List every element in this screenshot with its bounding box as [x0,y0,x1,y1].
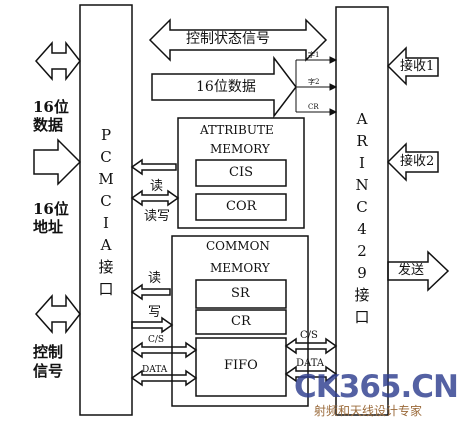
common-memory-title-line1: COMMON [206,239,270,253]
data-label-line2: 数据 [33,116,64,134]
fifo-cs-left-arrow [130,341,198,359]
attr-readwrite-label: 读写 [144,209,171,224]
vertical-char: C [356,198,368,216]
attribute-memory-box [177,117,305,229]
data-io-arrow [34,40,81,82]
common-write-arrow [131,316,174,334]
vertical-char: A [100,236,112,254]
address-label-line1: 16位 [33,200,69,218]
rx2-label: 接收2 [400,154,435,169]
common-read-label: 读 [148,271,162,286]
cs-left-label: C/S [148,335,165,345]
vertical-char: I [103,214,109,232]
sr-label: SR [231,286,250,301]
common-write-label: 写 [148,305,162,320]
address-label-line2: 地址 [33,218,64,236]
vertical-char: 接 [98,258,114,276]
rx1-arrow [386,46,439,86]
z1-label: 字1 [308,51,320,59]
vertical-char: C [100,192,112,210]
pcmcia-block [79,4,133,416]
vertical-char: R [356,132,368,150]
cs-right-label: C/S [300,330,318,341]
fifo-cs-right-arrow [284,337,338,355]
vertical-char: C [100,148,112,166]
sr-box [195,279,287,309]
z1-arrowhead [329,56,338,64]
data-label-line1: 16位 [33,98,69,116]
watermark-subtitle: 射频和天线设计专家 [314,404,423,418]
arinc-block [335,6,389,416]
vertical-char: I [359,154,365,172]
vertical-char: 接 [354,286,370,304]
attribute-memory-title-line2: MEMORY [210,142,270,156]
vertical-char: 4 [357,220,367,238]
data-bus-arrow [151,55,297,119]
control-status-bus-arrow [148,18,328,62]
vertical-char: P [100,126,112,144]
control-io-arrow [34,293,81,335]
cr-box [195,309,287,335]
cor-box [195,193,287,221]
attr-readwrite-arrow [130,189,180,207]
rx1-label: 接收1 [400,59,435,74]
vertical-char: A [356,110,368,128]
data-bus-label: 16位数据 [196,79,256,95]
cr-arrowhead [329,108,338,116]
control-label-line1: 控制 [33,343,64,361]
tx-arrow [387,250,450,292]
cor-label: COR [226,199,257,214]
vertical-char: 2 [357,242,367,260]
cis-box [195,159,287,187]
z2-label: 字2 [308,78,320,86]
vertical-char: M [98,170,114,188]
control-status-bus-label: 控制状态信号 [186,31,270,47]
data-right-label: DATA [296,358,325,369]
z2-arrowhead [329,83,338,91]
rx2-arrow [386,142,439,182]
address-input-arrow [33,138,82,186]
common-memory-title-line2: MEMORY [210,261,270,275]
fifo-box [195,337,287,397]
cr-label: CR [231,314,251,329]
control-label-line2: 信号 [33,362,64,380]
watermark-logo: CK365.CN [294,369,459,405]
attr-read-label: 读 [150,179,164,194]
data-left-label: DATA [142,365,168,375]
attr-read-arrow [130,158,177,176]
vertical-char: 9 [357,264,367,282]
vertical-char: 口 [354,308,370,326]
fifo-data-left-arrow [130,369,198,387]
attribute-memory-title-line1: ATTRIBUTE [200,123,274,137]
vertical-char: N [355,176,369,194]
tx-label: 发送 [398,263,425,278]
common-read-arrow [130,283,171,301]
fifo-data-right-arrow [284,365,338,383]
fifo-label: FIFO [224,358,258,373]
cr-line-label: CR [308,103,319,111]
cis-label: CIS [229,165,253,180]
vertical-char: 口 [98,280,114,298]
common-memory-box [171,235,309,407]
